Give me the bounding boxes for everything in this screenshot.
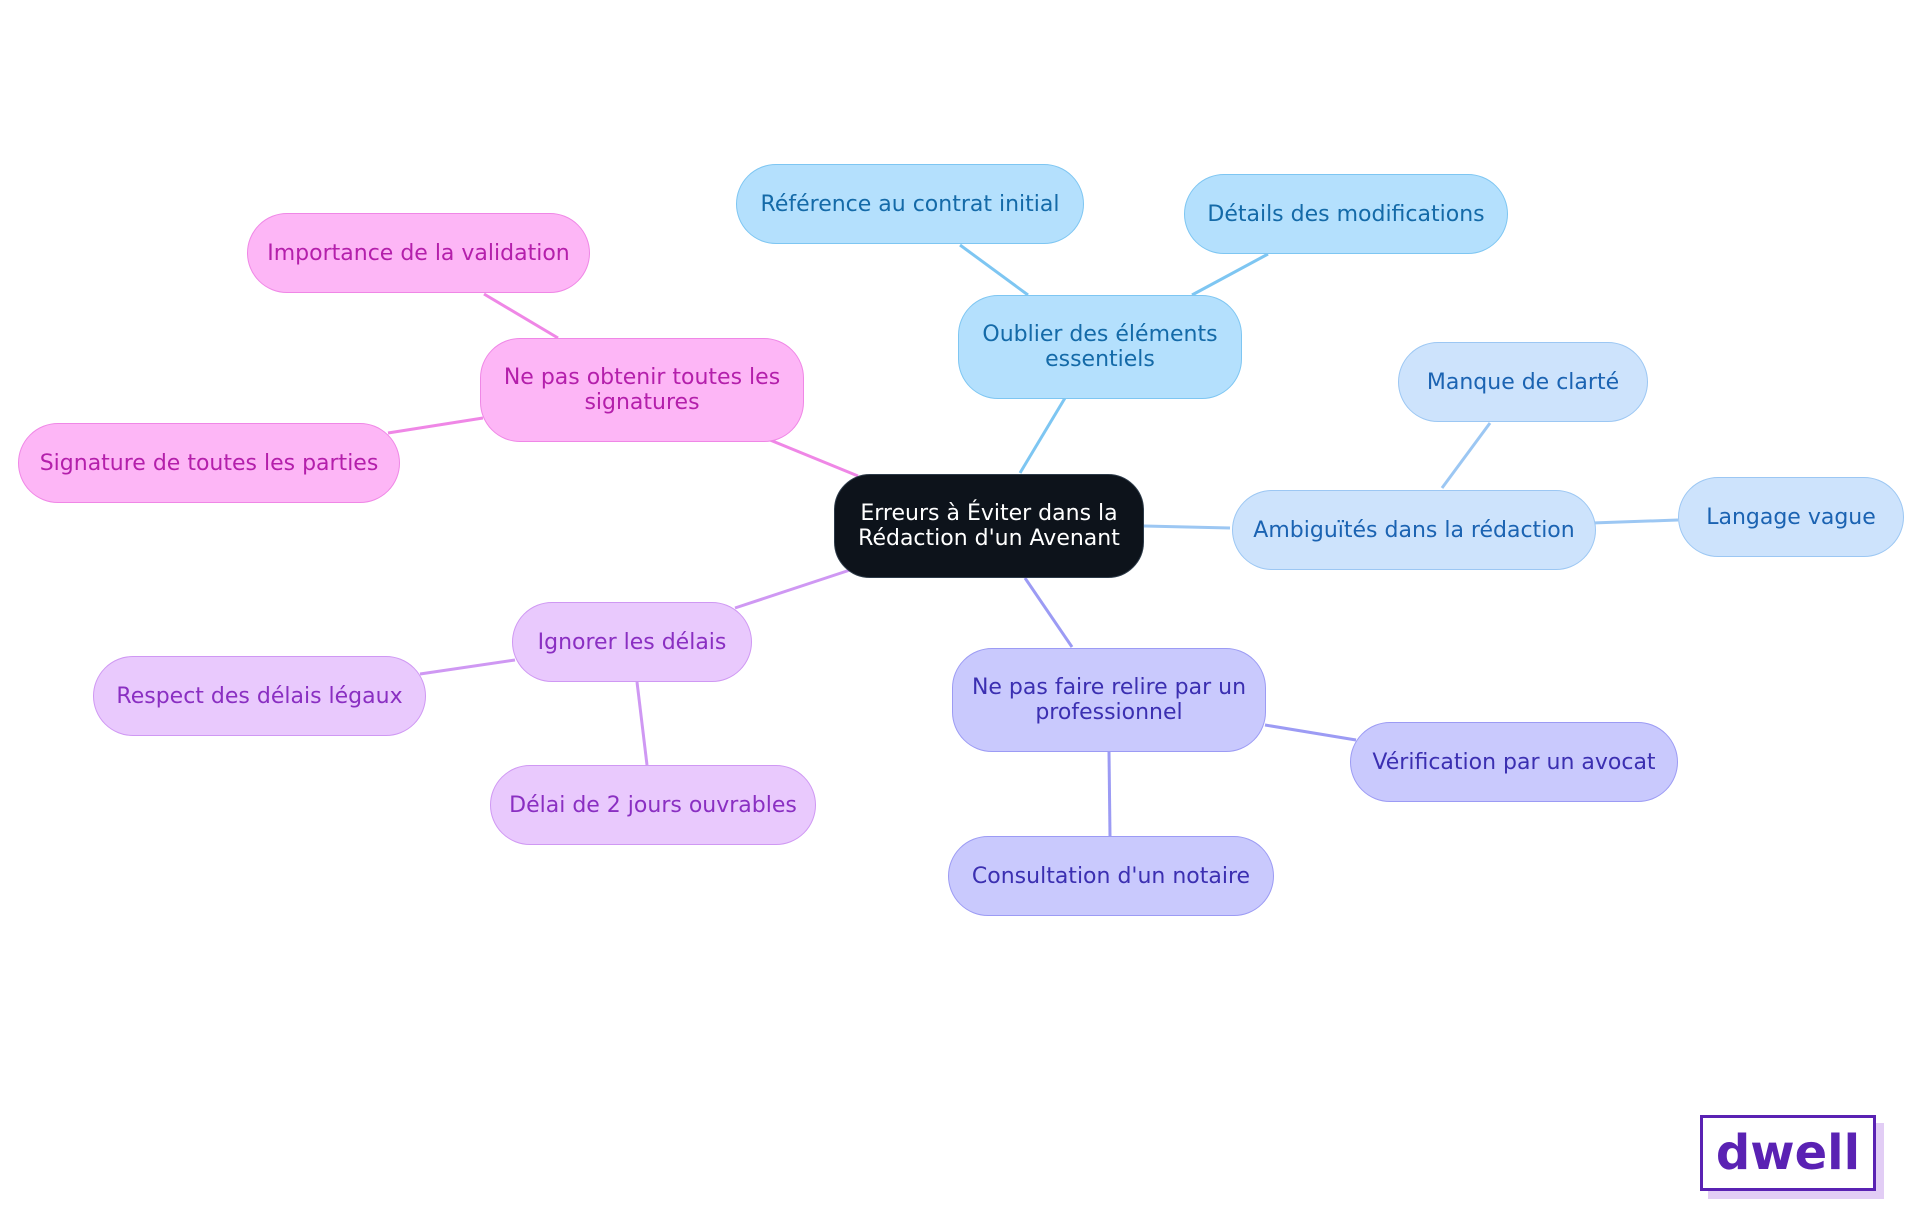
leaf-node-ouvrables: Délai de 2 jours ouvrables — [490, 765, 816, 845]
edge-central-ambiguites — [1143, 524, 1231, 530]
dwell-logo: dwell — [1700, 1115, 1884, 1199]
branch-node-delais: Ignorer les délais — [512, 602, 752, 682]
leaf-node-parties: Signature de toutes les parties — [18, 423, 400, 503]
leaf-label: Signature de toutes les parties — [39, 450, 379, 476]
edge-ambiguites-vague — [1591, 518, 1679, 525]
edge-central-delais — [734, 568, 851, 610]
leaf-node-clarte: Manque de clarté — [1398, 342, 1648, 422]
logo-box: dwell — [1700, 1115, 1876, 1191]
edge-relire-avocat — [1264, 723, 1357, 742]
branch-node-ambiguites: Ambiguïtés dans la rédaction — [1232, 490, 1596, 570]
edge-elements-reference — [959, 243, 1029, 297]
leaf-label: Langage vague — [1706, 504, 1876, 530]
leaf-label: Délai de 2 jours ouvrables — [509, 792, 797, 818]
edge-ambiguites-clarte — [1440, 422, 1492, 489]
logo-text: dwell — [1715, 1125, 1861, 1181]
leaf-node-notaire: Consultation d'un notaire — [948, 836, 1274, 916]
edge-central-elements — [1018, 397, 1067, 474]
leaf-node-avocat: Vérification par un avocat — [1350, 722, 1678, 802]
leaf-label: Consultation d'un notaire — [971, 863, 1251, 889]
edge-delais-ouvrables — [635, 681, 649, 766]
central-node: Erreurs à Éviter dans la Rédaction d'un … — [834, 474, 1144, 578]
leaf-label: Détails des modifications — [1207, 201, 1485, 227]
branch-node-relire: Ne pas faire relire par un professionnel — [952, 648, 1266, 752]
leaf-label: Référence au contrat initial — [760, 191, 1060, 217]
edge-delais-legaux — [419, 658, 516, 676]
leaf-node-validation: Importance de la validation — [247, 213, 590, 293]
branch-label: Ne pas obtenir toutes les signatures — [503, 365, 781, 415]
branch-label: Ignorer les délais — [537, 629, 727, 655]
leaf-label: Respect des délais légaux — [116, 683, 403, 709]
edge-elements-details — [1191, 252, 1269, 297]
leaf-label: Importance de la validation — [267, 240, 570, 266]
edge-central-relire — [1023, 577, 1074, 648]
branch-node-elements: Oublier des éléments essentiels — [958, 295, 1242, 399]
edge-central-signatures — [769, 438, 859, 478]
central-label: Erreurs à Éviter dans la Rédaction d'un … — [858, 501, 1120, 551]
edge-relire-notaire — [1107, 751, 1112, 837]
leaf-label: Manque de clarté — [1426, 369, 1620, 395]
branch-node-signatures: Ne pas obtenir toutes les signatures — [480, 338, 804, 442]
branch-label: Oublier des éléments essentiels — [982, 322, 1218, 372]
branch-label: Ambiguïtés dans la rédaction — [1253, 517, 1575, 543]
edge-signatures-parties — [387, 416, 484, 435]
branch-label: Ne pas faire relire par un professionnel — [971, 675, 1247, 725]
leaf-label: Vérification par un avocat — [1372, 749, 1656, 775]
leaf-node-vague: Langage vague — [1678, 477, 1904, 557]
leaf-node-details: Détails des modifications — [1184, 174, 1508, 254]
leaf-node-reference: Référence au contrat initial — [736, 164, 1084, 244]
edge-signatures-validation — [483, 292, 559, 340]
leaf-node-legaux: Respect des délais légaux — [93, 656, 426, 736]
